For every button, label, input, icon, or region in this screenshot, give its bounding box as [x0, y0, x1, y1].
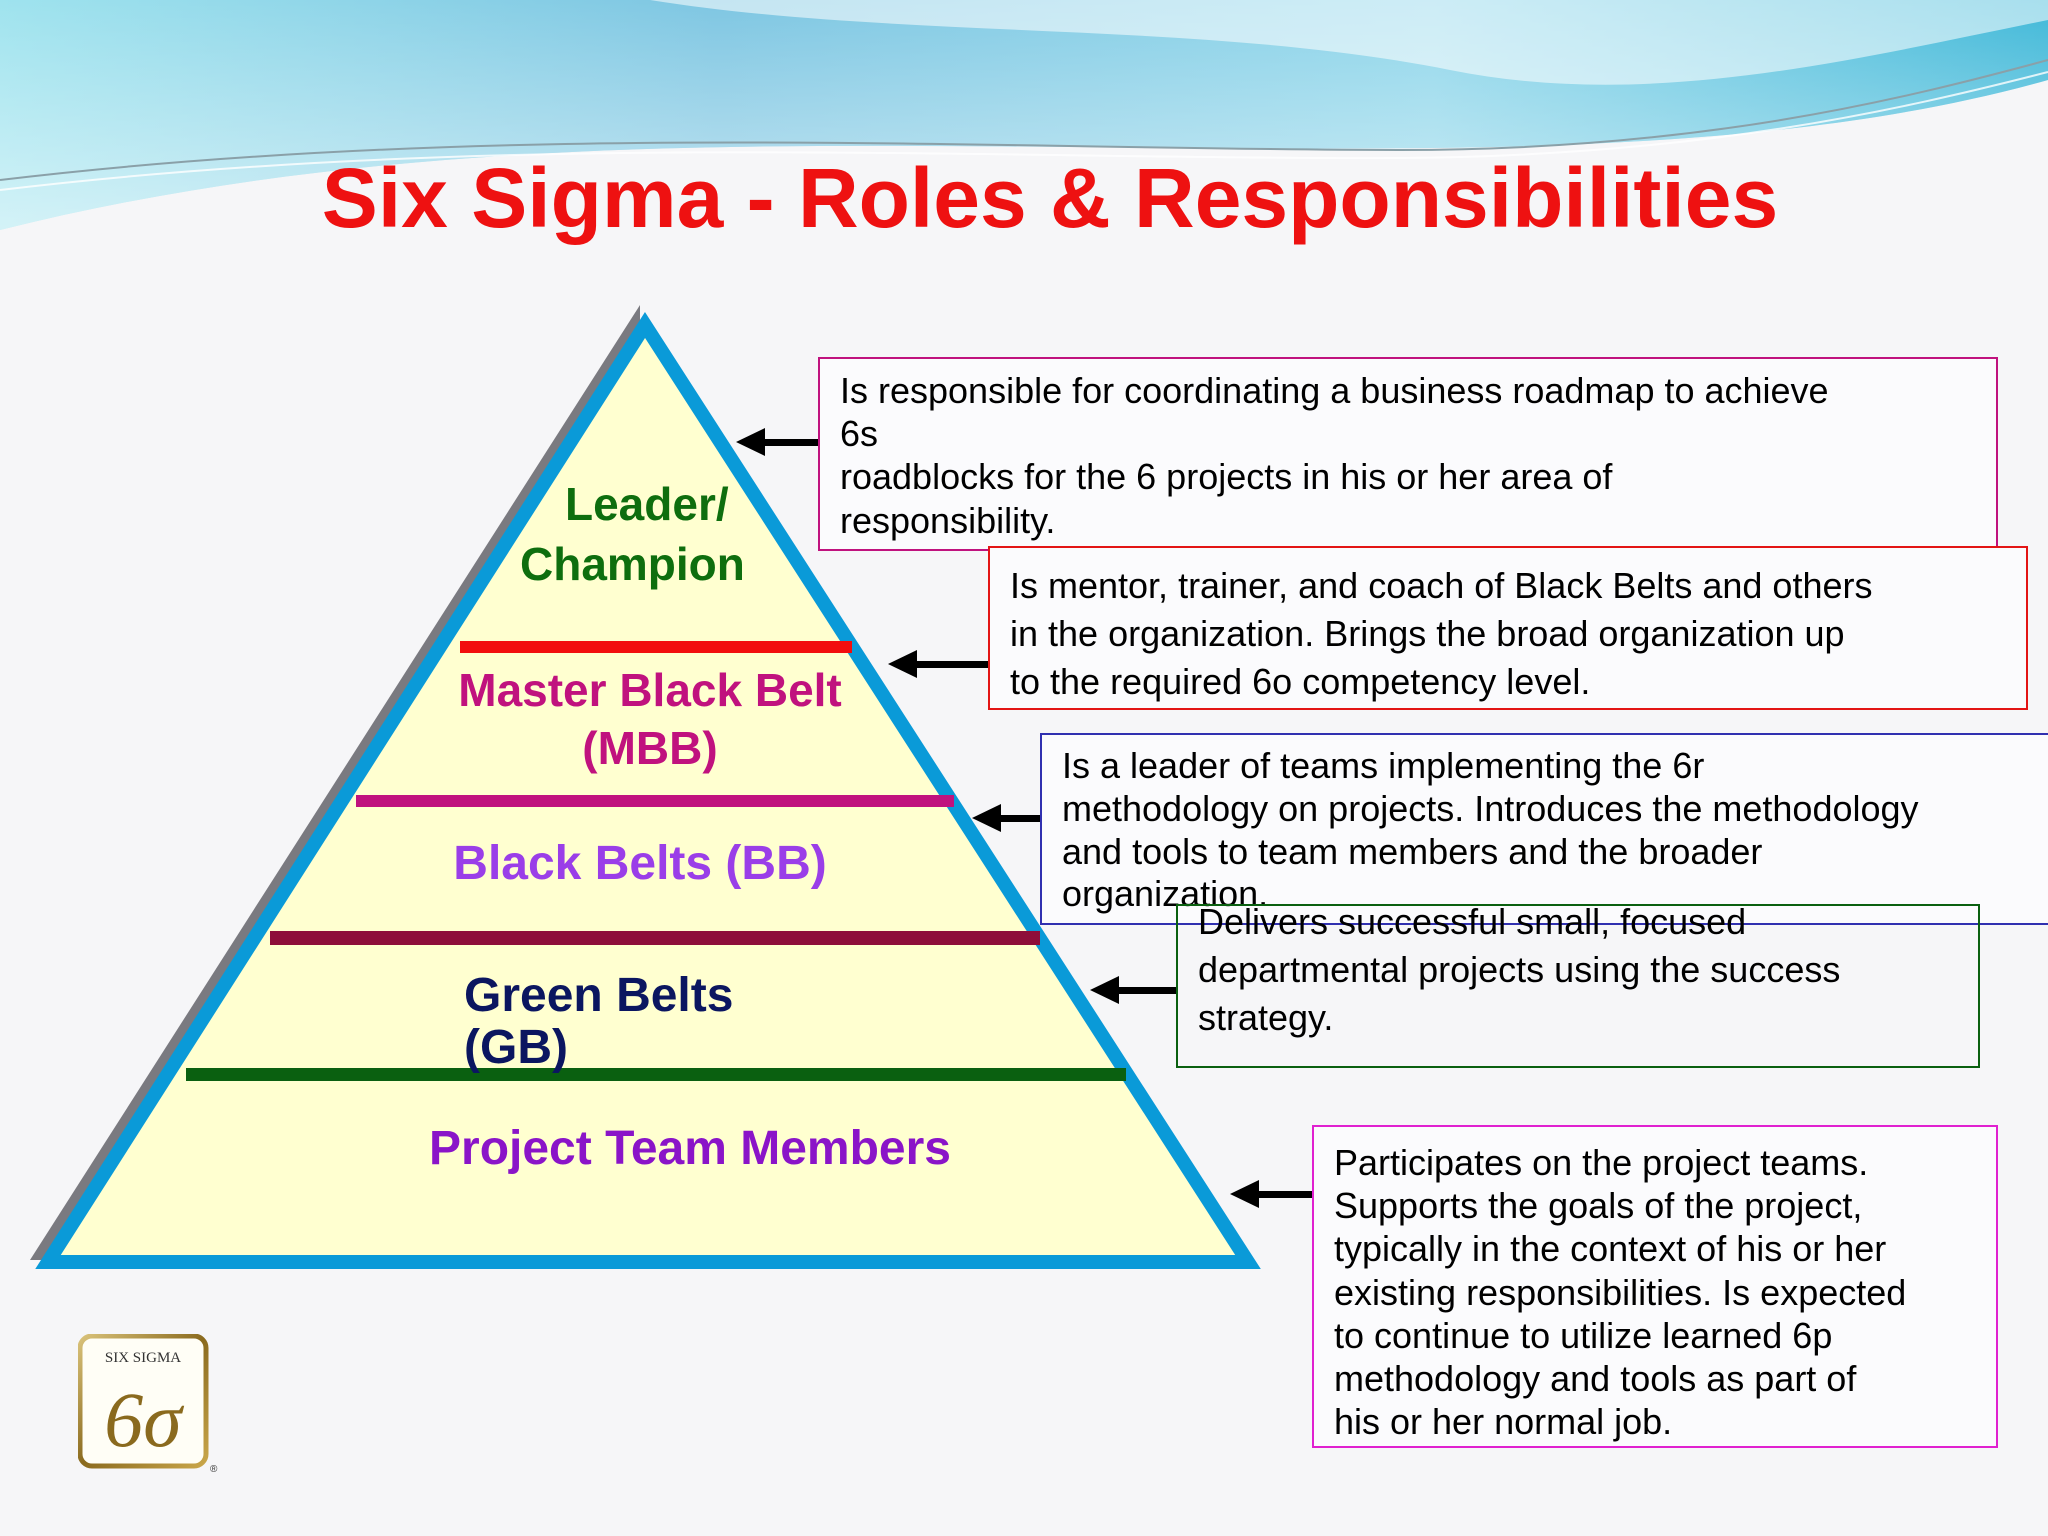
tier-mbb-line1: Master Black Belt	[458, 664, 842, 716]
tier-leader-line2: Champion	[520, 537, 745, 590]
pyramid-body	[35, 312, 1261, 1269]
arrow-leader	[736, 428, 820, 456]
tier-label-gb: Green Belts (GB)	[464, 970, 824, 1074]
arrow-mbb	[888, 650, 990, 678]
description-leader: Is responsible for coordinating a busine…	[818, 357, 1998, 551]
tier-label-leader: Leader/ Champion	[520, 475, 820, 595]
divider-mbb-bb	[356, 795, 954, 807]
divider-leader-mbb	[460, 641, 852, 653]
tier-label-bb: Black Belts (BB)	[453, 837, 827, 890]
tier-label-ptm: Project Team Members	[429, 1122, 951, 1175]
divider-bb-gb	[270, 931, 1040, 945]
tier-gb-line1: Green Belts	[464, 969, 734, 1022]
arrow-gb	[1090, 976, 1178, 1004]
description-bb: Is a leader of teams implementing the 6r…	[1040, 733, 2048, 925]
logo-mark: 6σ	[104, 1376, 184, 1463]
arrow-ptm	[1230, 1180, 1314, 1208]
description-ptm: Participates on the project teams. Suppo…	[1312, 1125, 1998, 1448]
description-mbb: Is mentor, trainer, and coach of Black B…	[988, 546, 2028, 710]
arrow-bb	[972, 804, 1040, 832]
logo-top-text: SIX SIGMA	[105, 1350, 181, 1366]
tier-label-mbb: Master Black Belt (MBB)	[410, 662, 890, 777]
page-title: Six Sigma - Roles & Responsibilities	[321, 151, 1779, 245]
six-sigma-logo: SIX SIGMA 6σ ®	[77, 1333, 218, 1475]
pyramid-shadow	[30, 305, 640, 1260]
divider-gb-ptm	[186, 1068, 1126, 1081]
tier-gb-line2: (GB)	[464, 1020, 568, 1074]
description-gb: Delivers successful small, focused depar…	[1176, 901, 1980, 1068]
logo-graphic: SIX SIGMA 6σ ®	[77, 1333, 218, 1475]
tier-leader-line1: Leader/	[565, 478, 729, 530]
logo-registered: ®	[210, 1464, 218, 1474]
tier-mbb-line2: (MBB)	[582, 721, 718, 774]
